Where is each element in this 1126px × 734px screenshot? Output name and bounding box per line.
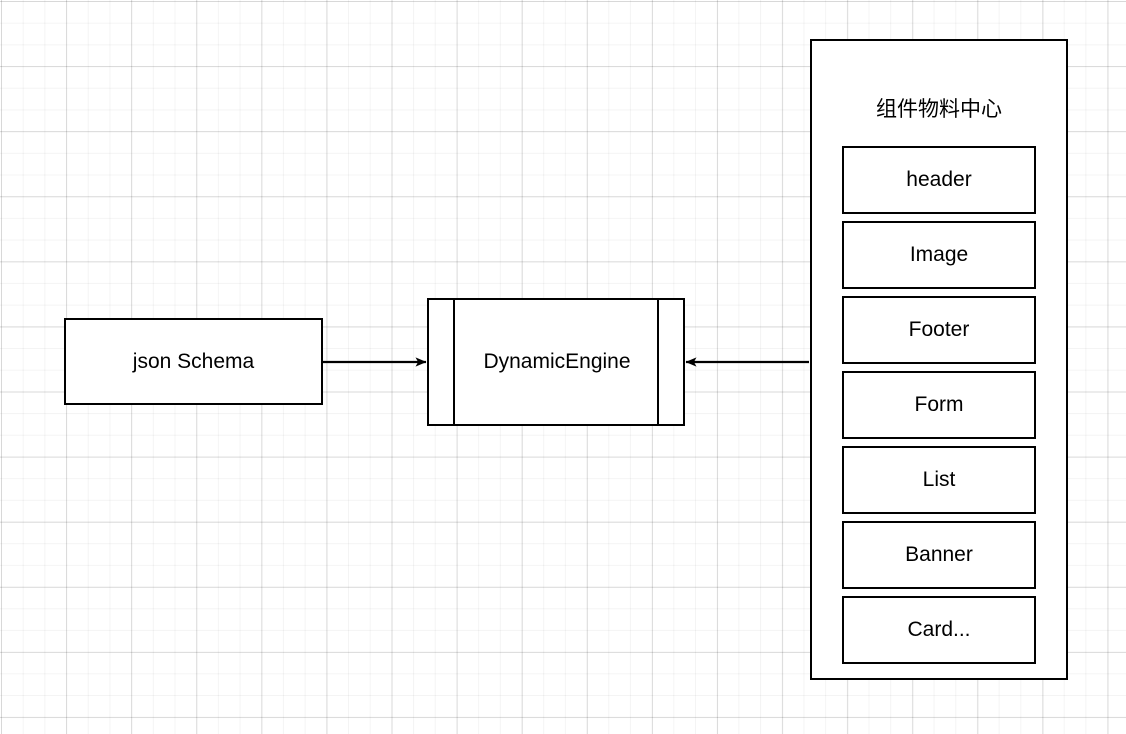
- component-list: header Image Footer Form List Banner Car…: [842, 146, 1036, 664]
- component-item-form[interactable]: Form: [842, 371, 1036, 439]
- component-item-banner[interactable]: Banner: [842, 521, 1036, 589]
- component-item-label: List: [922, 468, 956, 491]
- component-item-label: Image: [909, 243, 969, 266]
- node-json-schema[interactable]: json Schema: [64, 318, 323, 405]
- component-item-list[interactable]: List: [842, 446, 1036, 514]
- component-item-image[interactable]: Image: [842, 221, 1036, 289]
- process-bar-right: [657, 298, 659, 426]
- component-item-header[interactable]: header: [842, 146, 1036, 214]
- component-item-card[interactable]: Card...: [842, 596, 1036, 664]
- component-item-label: Card...: [907, 618, 971, 641]
- node-dynamic-engine[interactable]: DynamicEngine: [427, 298, 685, 426]
- node-dynamic-engine-label: DynamicEngine: [483, 350, 631, 373]
- component-item-footer[interactable]: Footer: [842, 296, 1036, 364]
- component-item-label: header: [906, 168, 972, 191]
- node-material-center[interactable]: 组件物料中心 header Image Footer Form List Ban…: [810, 39, 1068, 680]
- node-json-schema-label: json Schema: [132, 349, 255, 373]
- process-bar-left: [453, 298, 455, 426]
- component-item-label: Banner: [905, 543, 973, 566]
- component-item-label: Footer: [908, 318, 970, 341]
- component-item-label: Form: [914, 393, 964, 416]
- material-center-title: 组件物料中心: [876, 98, 1002, 121]
